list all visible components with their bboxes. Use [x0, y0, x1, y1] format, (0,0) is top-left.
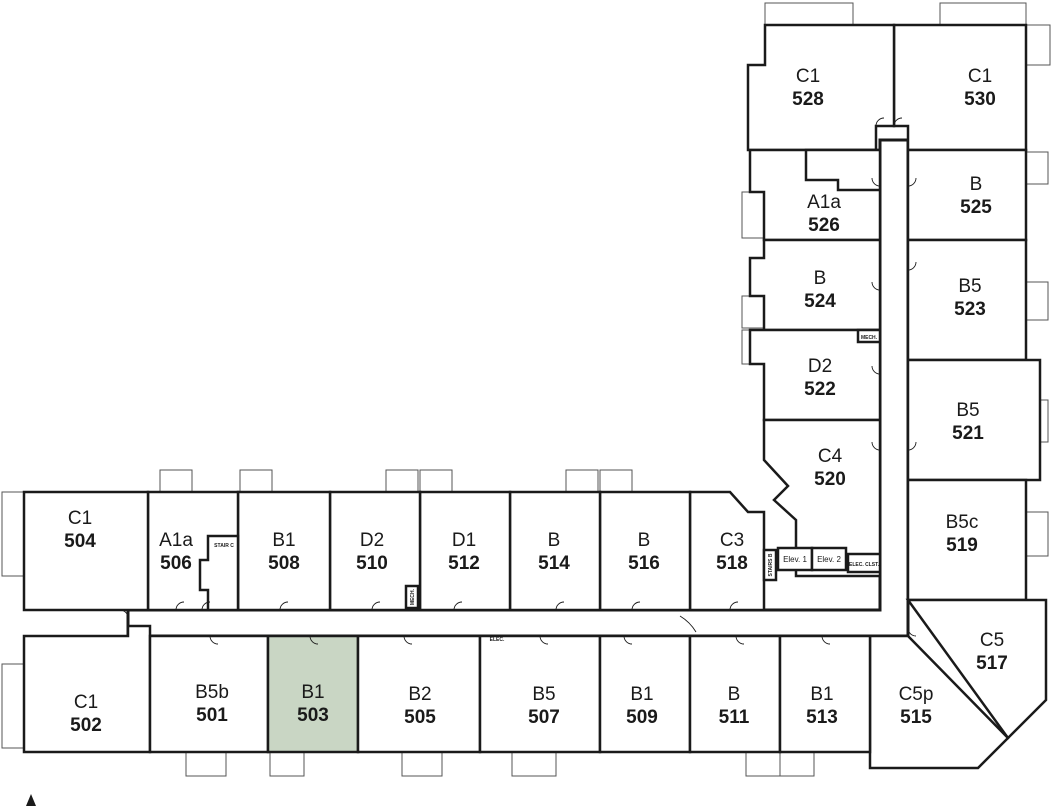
- unit-521-number-label: 521: [952, 423, 984, 444]
- unit-518-type-label: C3: [720, 530, 744, 551]
- unit-502-type-label: C1: [74, 692, 98, 713]
- unit-514[interactable]: [508, 490, 602, 612]
- unit-506-type-label: A1a: [159, 530, 193, 551]
- unit-508-type-label: B1: [272, 530, 295, 551]
- unit-513[interactable]: [778, 634, 872, 754]
- unit-503-number-label: 503: [297, 705, 329, 726]
- units: [22, 23, 1048, 770]
- unit-509-number-label: 509: [626, 707, 658, 728]
- mech-room-east: [856, 328, 882, 344]
- unit-504-type-label: C1: [68, 508, 92, 529]
- elevator-2: [810, 546, 848, 572]
- elev2-label: Elev. 2: [817, 555, 841, 564]
- stair-c: [198, 534, 240, 612]
- unit-524-number-label: 524: [804, 291, 836, 312]
- unit-526-number-label: 526: [808, 215, 840, 236]
- unit-512-number-label: 512: [448, 553, 480, 574]
- elec-closet: [846, 552, 882, 574]
- unit-522-type-label: D2: [808, 356, 832, 377]
- unit-525-number-label: 525: [960, 197, 992, 218]
- unit-528[interactable]: [746, 23, 896, 152]
- unit-501-number-label: 501: [196, 705, 228, 726]
- unit-508[interactable]: [236, 490, 332, 612]
- unit-515-type-label: C5p: [899, 684, 934, 705]
- unit-522-number-label: 522: [804, 379, 836, 400]
- stairs-b: [762, 548, 778, 582]
- unit-521[interactable]: [906, 358, 1042, 482]
- unit-516[interactable]: [598, 490, 692, 612]
- elec-clst-label: ELEC. CLST.: [849, 562, 880, 568]
- unit-509-type-label: B1: [630, 684, 653, 705]
- unit-526-closet: [804, 148, 882, 192]
- unit-511-type-label: B: [728, 684, 741, 705]
- unit-505-type-label: B2: [408, 684, 431, 705]
- unit-516-number-label: 516: [628, 553, 660, 574]
- unit-517-type-label: C5: [980, 630, 1004, 651]
- unit-523-number-label: 523: [954, 299, 986, 320]
- unit-518[interactable]: [688, 490, 766, 612]
- unit-506-number-label: 506: [160, 553, 192, 574]
- unit-504-number-label: 504: [64, 531, 96, 552]
- unit-522[interactable]: [748, 328, 882, 422]
- unit-labels: C1530C1528A1a526B525B524B5523D2522B5521C…: [64, 66, 1008, 736]
- unit-515-number-label: 515: [900, 707, 932, 728]
- unit-517[interactable]: [905, 598, 1048, 740]
- unit-520-number-label: 520: [814, 469, 846, 490]
- unit-512[interactable]: [418, 490, 512, 612]
- unit-520[interactable]: [762, 418, 882, 578]
- unit-502-number-label: 502: [70, 715, 102, 736]
- elev1-label: Elev. 1: [783, 555, 807, 564]
- unit-530-number-label: 530: [964, 89, 996, 110]
- unit-510-number-label: 510: [356, 553, 388, 574]
- service-labels: Elev. 1 Elev. 2 ELEC. CLST. ELEC. MECH. …: [214, 335, 879, 643]
- unit-521-type-label: B5: [956, 400, 979, 421]
- unit-528-type-label: C1: [796, 66, 820, 87]
- unit-517-number-label: 517: [976, 653, 1008, 674]
- unit-525[interactable]: [906, 148, 1028, 242]
- mech-room-west: [404, 584, 420, 610]
- unit-511-number-label: 511: [719, 707, 750, 728]
- north-arrow-icon: [26, 794, 36, 806]
- unit-525-type-label: B: [970, 174, 983, 195]
- service-rooms: [198, 148, 882, 612]
- doors: [119, 117, 917, 645]
- unit-530-type-label: C1: [968, 66, 992, 87]
- unit-502[interactable]: [22, 624, 152, 754]
- unit-523-type-label: B5: [958, 276, 981, 297]
- unit-530[interactable]: [892, 23, 1028, 152]
- unit-514-type-label: B: [548, 530, 561, 551]
- unit-512-type-label: D1: [452, 530, 476, 551]
- unit-501-type-label: B5b: [195, 682, 229, 703]
- unit-510-type-label: D2: [360, 530, 384, 551]
- unit-503-type-label: B1: [301, 682, 324, 703]
- stair-c-label: STAIR C: [214, 543, 234, 549]
- stairs-b-label: STAIRS B: [768, 553, 774, 576]
- elec-label: ELEC.: [490, 637, 505, 643]
- unit-507-type-label: B5: [532, 684, 555, 705]
- unit-508-number-label: 508: [268, 553, 300, 574]
- unit-526-type-label: A1a: [807, 192, 841, 213]
- unit-518-number-label: 518: [716, 553, 748, 574]
- unit-524[interactable]: [748, 238, 882, 332]
- unit-524-type-label: B: [814, 268, 827, 289]
- mech-east-label: MECH.: [861, 335, 878, 341]
- unit-513-type-label: B1: [810, 684, 833, 705]
- unit-507-number-label: 507: [528, 707, 560, 728]
- unit-519-number-label: 519: [946, 535, 978, 556]
- unit-520-type-label: C4: [818, 446, 843, 467]
- unit-528-number-label: 528: [792, 89, 824, 110]
- unit-504[interactable]: [22, 490, 150, 612]
- unit-516-type-label: B: [638, 530, 651, 551]
- mech-west-label: MECH.: [410, 588, 416, 605]
- unit-519-type-label: B5c: [946, 512, 979, 533]
- unit-514-number-label: 514: [538, 553, 570, 574]
- unit-505-number-label: 505: [404, 707, 436, 728]
- unit-513-number-label: 513: [806, 707, 838, 728]
